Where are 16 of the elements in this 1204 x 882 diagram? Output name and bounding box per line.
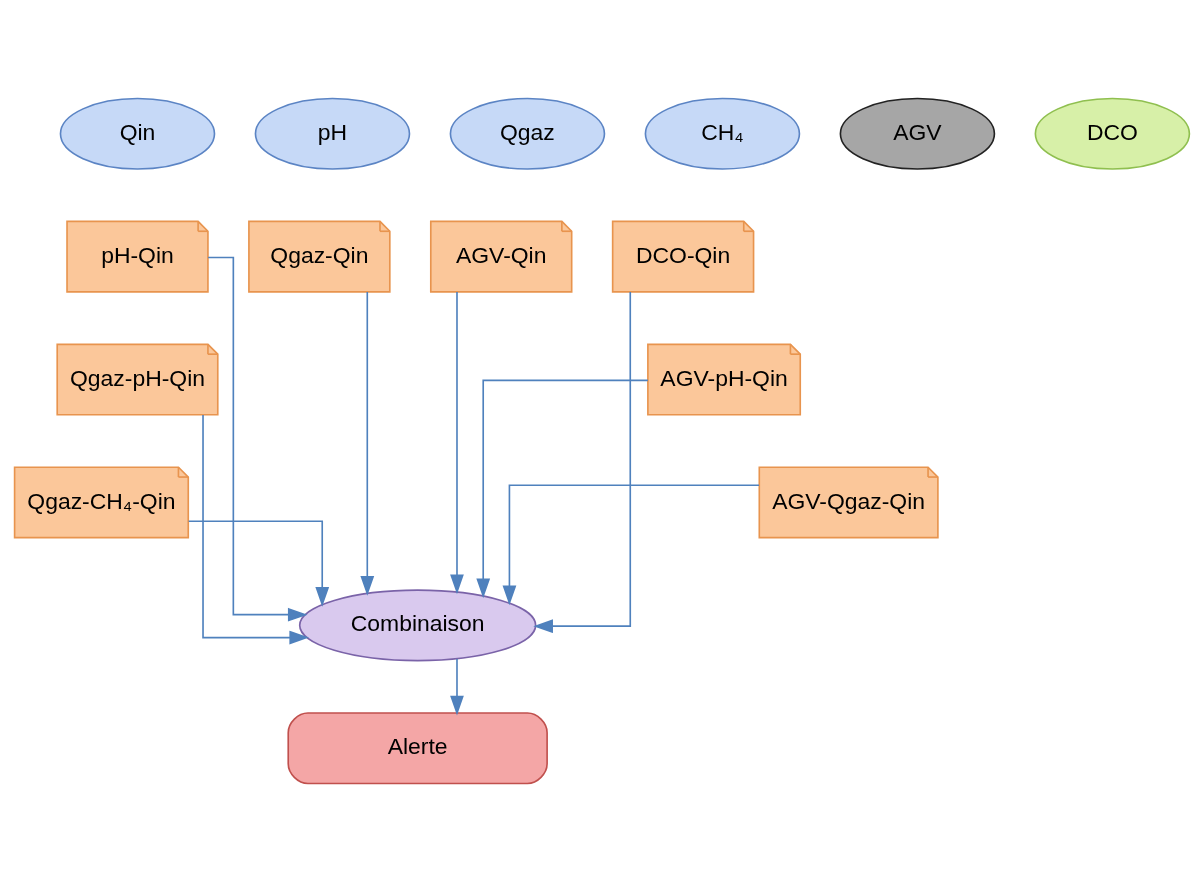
- arrow: [450, 658, 464, 716]
- arrow: [450, 291, 464, 595]
- arrow: [476, 379, 649, 599]
- node-ellipse: Qin: [59, 97, 216, 170]
- node-ellipse: AGV: [839, 97, 996, 170]
- arrow: [187, 520, 330, 607]
- node-ellipse: pH: [254, 97, 411, 170]
- arrow: [360, 291, 375, 596]
- node-ellipse: CH₄: [644, 97, 801, 170]
- node-ellipse: DCO: [1034, 97, 1191, 170]
- arrow: [533, 291, 632, 634]
- arrow: [202, 414, 310, 645]
- node-box: Alerte: [287, 712, 548, 785]
- node-ellipse: Qgaz: [449, 97, 606, 170]
- arrow: [502, 484, 760, 606]
- arrow: [207, 256, 308, 622]
